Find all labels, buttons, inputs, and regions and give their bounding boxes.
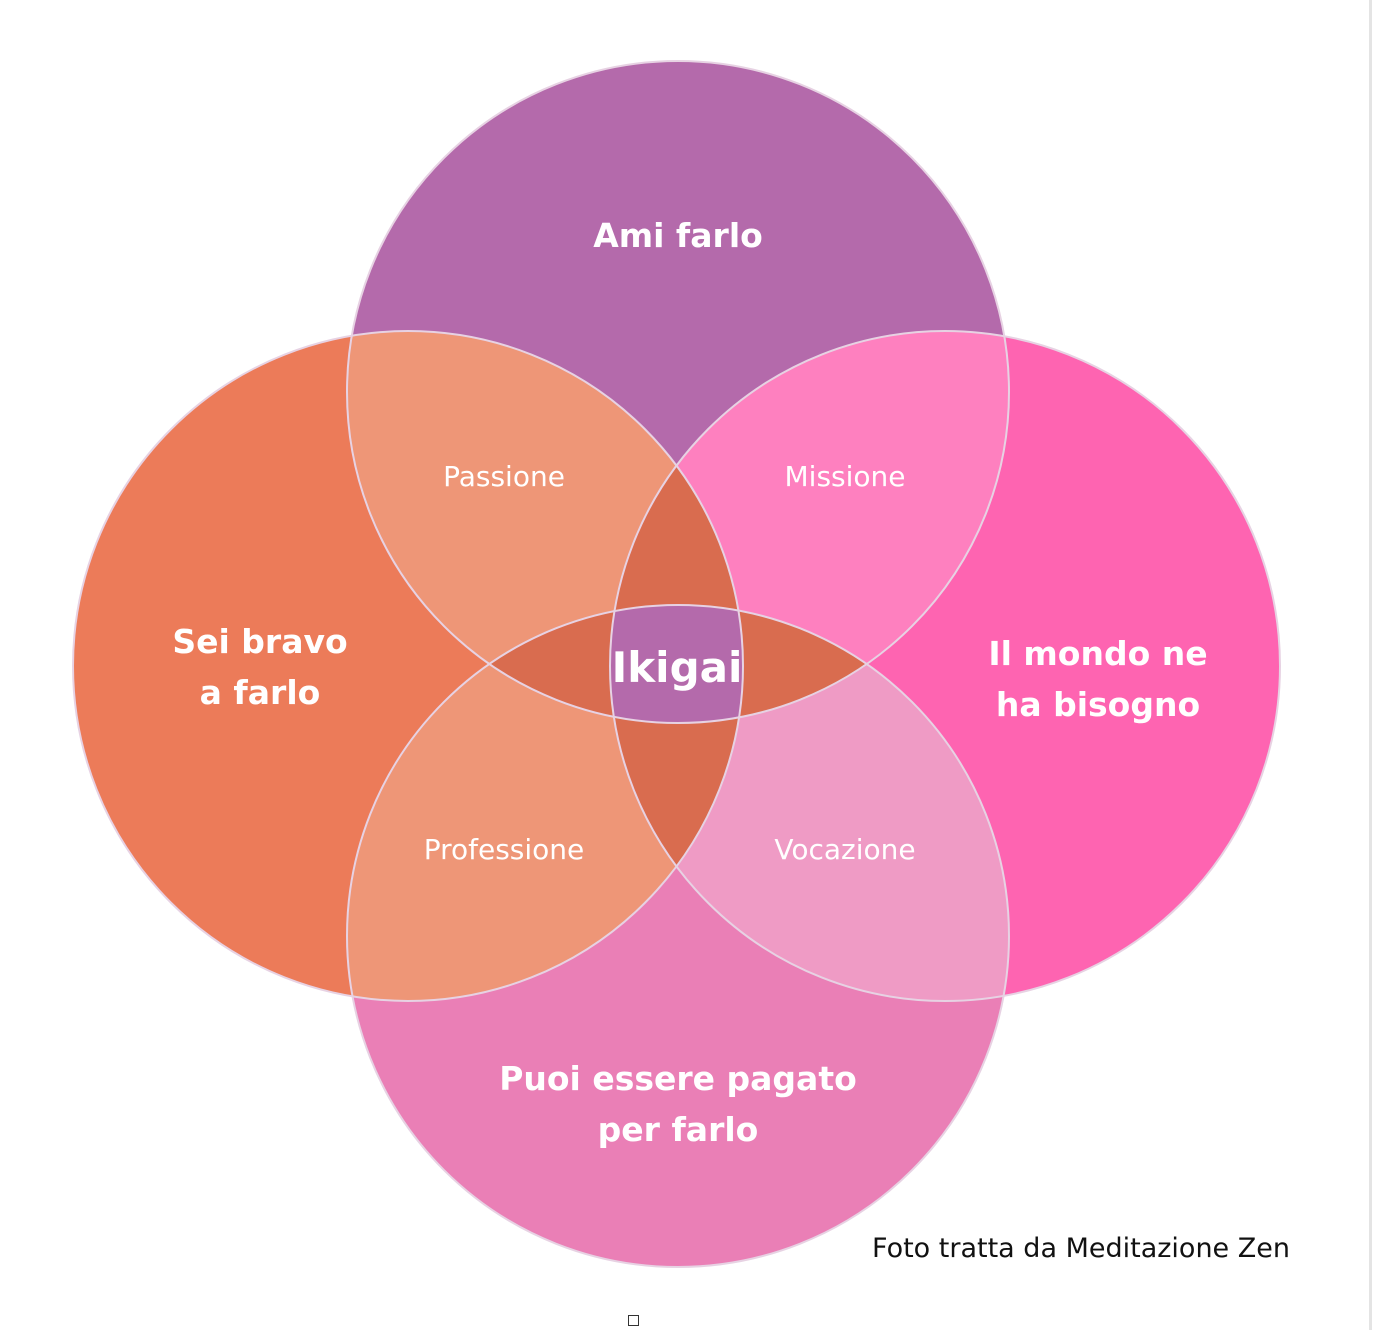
label-ikigai: Ikigai (612, 643, 743, 692)
outline-bottom (346, 604, 1010, 1268)
label-mission: Missione (785, 460, 906, 493)
small-square-marker (628, 1315, 639, 1326)
label-profession: Professione (424, 833, 585, 866)
label-good-at-line2: a farlo (200, 673, 321, 712)
right-border-line (1369, 0, 1372, 1330)
label-paid-for-line2: per farlo (598, 1110, 759, 1149)
label-paid-for-line1: Puoi essere pagato (499, 1059, 857, 1098)
label-passion: Passione (443, 460, 565, 493)
outline-top (346, 60, 1010, 724)
outline-left (72, 330, 744, 1002)
outline-right (609, 330, 1281, 1002)
label-world-needs-line1: Il mondo ne (988, 634, 1207, 673)
ikigai-center-region (610, 605, 743, 723)
label-vocation: Vocazione (774, 833, 915, 866)
label-love: Ami farlo (593, 216, 763, 255)
photo-credit-caption: Foto tratta da Meditazione Zen (872, 1233, 1290, 1264)
label-world-needs-line2: ha bisogno (996, 685, 1200, 724)
label-good-at-line1: Sei bravo (172, 622, 347, 661)
